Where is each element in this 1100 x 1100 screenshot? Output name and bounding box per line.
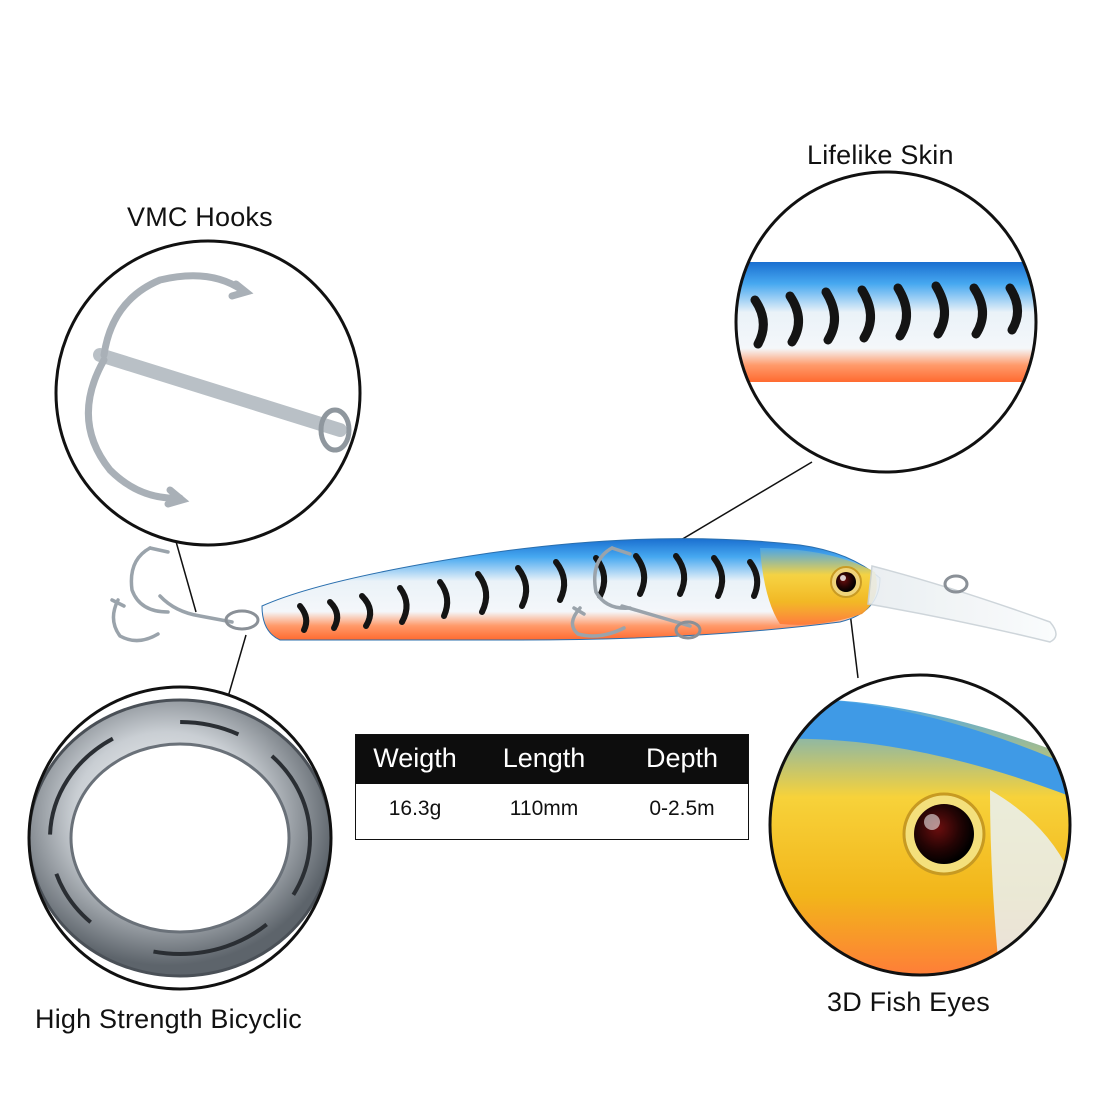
callout-circle-eyes <box>768 673 1072 977</box>
callout-label-ring: High Strength Bicyclic <box>35 1004 303 1034</box>
callout-label-hooks: VMC Hooks <box>127 202 273 232</box>
lure-stripes <box>297 553 761 633</box>
spec-value-length: 110mm <box>509 797 579 820</box>
spec-header-length: Length <box>502 743 586 773</box>
callout-circle-skin <box>734 170 1038 474</box>
belly-split-ring <box>674 620 702 640</box>
tail-split-ring <box>224 609 260 631</box>
callout-circle-ring <box>27 685 333 991</box>
spec-header-depth: Depth <box>645 743 719 773</box>
spec-table-header: Weigth Length Depth <box>356 735 748 784</box>
nose-ring <box>943 574 969 594</box>
belly-treble-hook <box>570 546 692 638</box>
fishing-lure <box>110 538 1057 643</box>
spec-table-row: 16.3g 110mm 0-2.5m <box>356 784 748 839</box>
callout-circle-hooks <box>54 239 362 547</box>
spec-value-depth: 0-2.5m <box>649 797 715 820</box>
callout-label-eyes: 3D Fish Eyes <box>827 987 990 1017</box>
tail-treble-hook <box>110 546 234 643</box>
spec-header-weight: Weigth <box>373 743 457 773</box>
hook-shank <box>93 348 347 437</box>
spec-table: Weigth Length Depth 16.3g 110mm 0-2.5m <box>355 734 749 840</box>
callout-label-skin: Lifelike Skin <box>807 140 954 170</box>
spec-value-weight: 16.3g <box>388 797 442 820</box>
